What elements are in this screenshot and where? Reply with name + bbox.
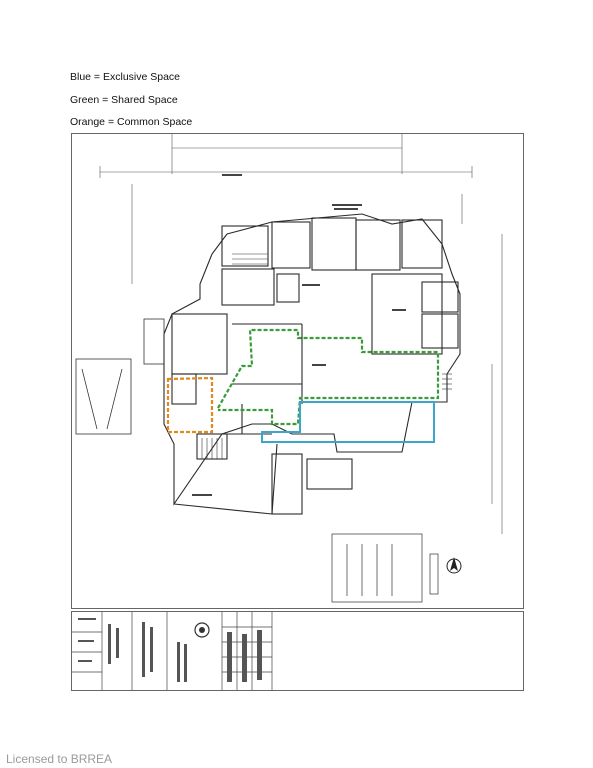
floor-plan-sheet: [71, 133, 524, 609]
legend-blue-exclusive: Blue = Exclusive Space: [70, 71, 181, 83]
north-arrow-icon: [446, 557, 462, 574]
legend-green-shared: Green = Shared Space: [70, 94, 178, 106]
shared-space-outline: [217, 328, 440, 426]
stairs: [196, 253, 452, 459]
plan-notes-box: [331, 533, 439, 603]
left-annex: [75, 318, 165, 435]
building-walls: [163, 213, 461, 515]
floor-plan-drawing: [75, 134, 503, 603]
title-block: [71, 611, 524, 691]
title-block-drawing: [72, 612, 273, 690]
plan-annotations: [192, 174, 406, 496]
firm-logo-icon: [194, 622, 210, 638]
dimension-lines: [99, 134, 503, 534]
legend-orange-common: Orange = Common Space: [70, 116, 193, 128]
exclusive-space-outline: [261, 401, 435, 443]
common-space-outline: [166, 376, 214, 434]
license-watermark: Licensed to BRREA: [6, 752, 113, 766]
